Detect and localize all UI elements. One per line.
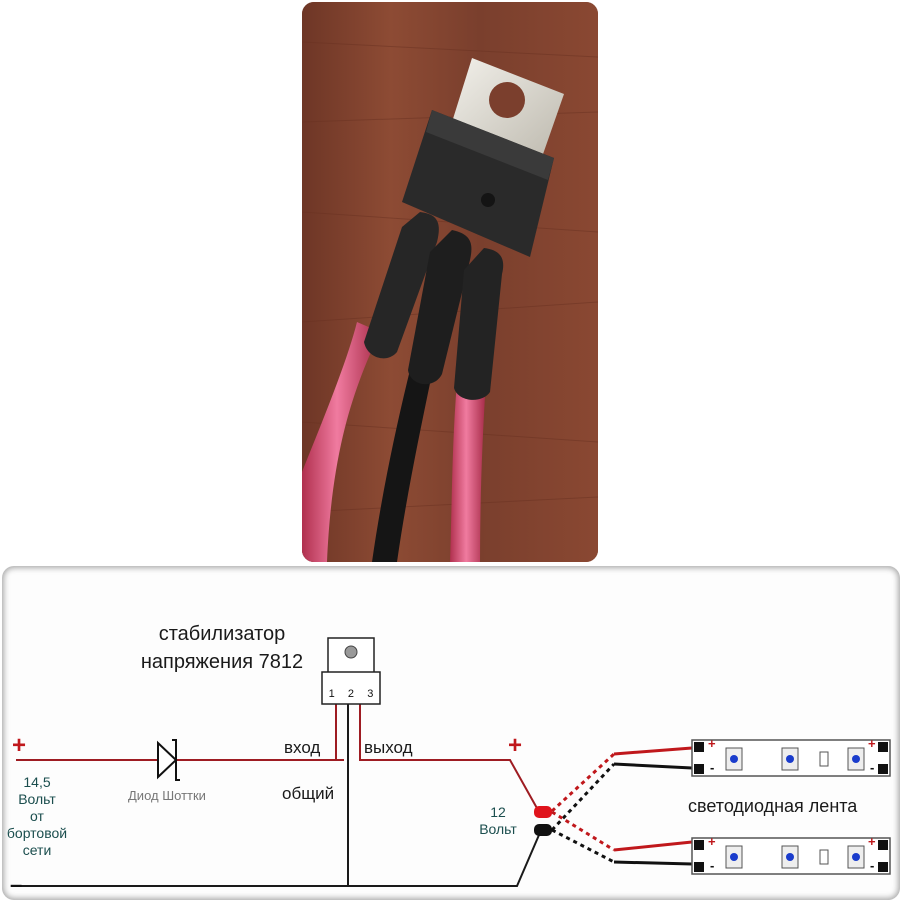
source-plus-sign: + [12, 732, 27, 759]
heat-shrink-left [364, 212, 439, 359]
heat-shrink-middle [408, 230, 472, 385]
source-voltage-from: от [30, 808, 44, 824]
source-voltage-network: сети [22, 842, 52, 858]
pin-3-label: 3 [367, 688, 374, 700]
regulator-photo-drawing [302, 2, 598, 562]
pin-2-label: 2 [347, 688, 355, 700]
heat-shrink-right [454, 248, 504, 400]
circuit-drawing [16, 637, 891, 887]
led-strip-bottom [691, 837, 891, 875]
strip-bottom-minus-right: - [870, 858, 875, 873]
strip-top-plus-right: + [868, 736, 876, 751]
regulator-title: стабилизатор напряжения 7812 [122, 620, 322, 676]
output-voltage-value: 12 [490, 804, 506, 820]
source-voltage-unit: Вольт [18, 791, 56, 807]
led-strip-label: светодиодная лента [688, 796, 858, 816]
output-voltage-label: 12 Вольт [470, 804, 526, 838]
source-voltage-value: 14,5 [23, 774, 51, 790]
black-wire [372, 362, 434, 562]
led-strip-top [691, 739, 891, 777]
source-voltage-onboard: бортовой [6, 825, 68, 841]
strip-bottom-minus-left: - [710, 858, 715, 873]
schottky-diode-symbol [157, 739, 180, 781]
strip-top-minus-right: - [870, 760, 875, 775]
output-voltage-unit: Вольт [479, 821, 517, 837]
output-plus-sign: + [508, 732, 523, 759]
pin-1-label: 1 [328, 688, 335, 700]
source-voltage-label: 14,5 Вольт от бортовой сети [2, 774, 72, 859]
positive-junction [534, 806, 552, 818]
ground-wire [16, 827, 543, 887]
output-wire [359, 704, 539, 811]
regulator-photo [302, 2, 598, 562]
strip-top-minus-left: - [710, 760, 715, 775]
regulator-title-line1: стабилизатор [158, 623, 286, 645]
left-pink-wire [302, 322, 380, 562]
mounting-hole [489, 82, 525, 118]
right-pink-wire [450, 380, 486, 562]
regulator-body-symbol [321, 671, 381, 705]
strip-top-plus-left: + [708, 736, 716, 751]
strip-bottom-plus-right: + [868, 834, 876, 849]
input-label: вход [284, 738, 321, 757]
diode-label: Диод Шоттки [128, 788, 206, 803]
common-label: общий [282, 784, 335, 803]
pin-numbers: 1 2 3 [322, 688, 380, 700]
negative-junction [534, 824, 552, 836]
source-minus-sign: – [10, 872, 23, 897]
regulator-title-line2: напряжения 7812 [140, 651, 304, 673]
output-label: выход [364, 738, 413, 757]
strip-bottom-plus-left: + [708, 834, 716, 849]
circuit-diagram: стабилизатор напряжения 7812 1 2 3 вход … [2, 566, 900, 900]
